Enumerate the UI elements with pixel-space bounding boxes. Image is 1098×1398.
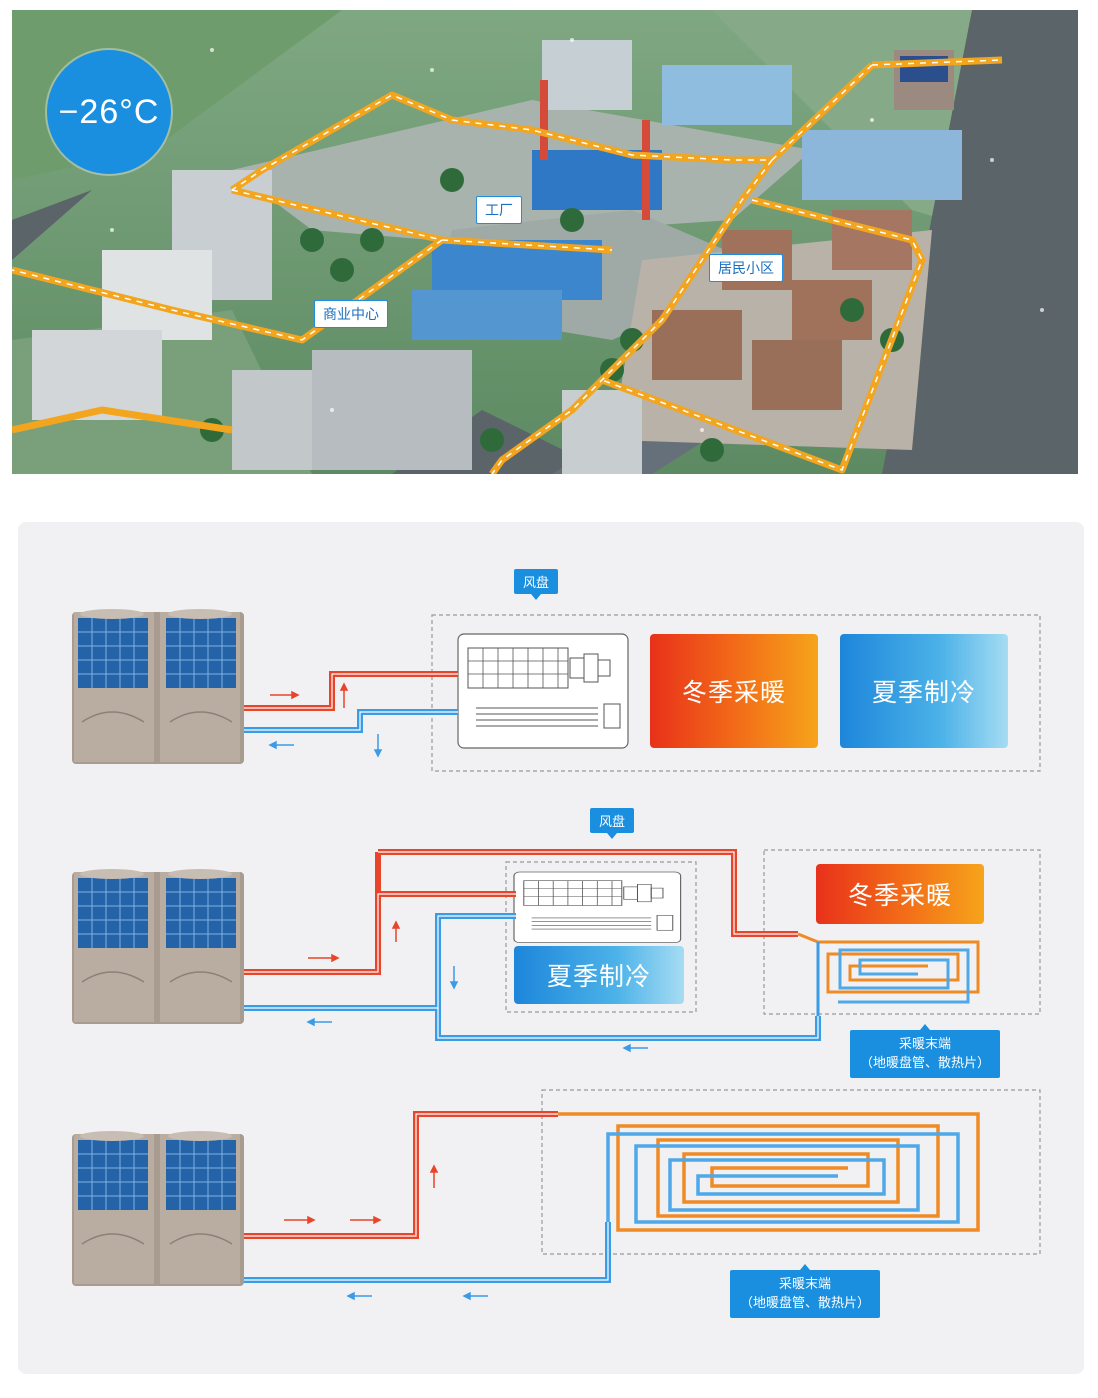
heat-pump-unit-3 [71, 1130, 245, 1287]
system-diagram-panel: 风盘 冬季采暖 夏季制冷 风盘 夏季制冷 冬季采暖 采暖末端 （地暖盘管、散热片… [18, 522, 1084, 1374]
fan-coil-zone-2 [505, 861, 697, 1013]
label-residential: 居民小区 [709, 254, 783, 282]
heating-terminal-tag-3: 采暖末端 （地暖盘管、散热片） [730, 1264, 881, 1318]
winter-heating-box-2: 冬季采暖 [816, 864, 984, 924]
label-commercial: 商业中心 [314, 300, 388, 328]
summer-cooling-box-2: 夏季制冷 [514, 946, 684, 1004]
heating-terminal-tag-2: 采暖末端 （地暖盘管、散热片） [850, 1024, 1001, 1078]
winter-heating-box-1: 冬季采暖 [650, 634, 818, 748]
city-scene: −26°C 工厂 居民小区 商业中心 [12, 10, 1078, 474]
fan-coil-zone-1 [431, 614, 1041, 772]
fan-coil-unit-2 [513, 871, 682, 944]
heating-terminal-sub-3: （地暖盘管、散热片） [740, 1296, 871, 1311]
heating-terminal-label-2: 采暖末端 [899, 1037, 952, 1052]
summer-cooling-box-1: 夏季制冷 [840, 634, 1008, 748]
heat-pump-unit-1 [71, 608, 245, 765]
heat-pump-unit-2 [71, 868, 245, 1025]
temperature-badge: −26°C [47, 50, 171, 174]
city-illustration [12, 10, 1078, 474]
heating-terminal-label-3: 采暖末端 [779, 1277, 832, 1292]
heating-terminal-zone-3 [541, 1089, 1041, 1255]
fan-coil-tag-2: 风盘 [590, 808, 635, 839]
fan-coil-unit-1 [457, 633, 629, 749]
heating-terminal-sub-2: （地暖盘管、散热片） [860, 1056, 991, 1071]
label-factory: 工厂 [476, 196, 522, 224]
fan-coil-tag-1: 风盘 [514, 569, 559, 600]
pipe-diagrams [71, 608, 1041, 1301]
